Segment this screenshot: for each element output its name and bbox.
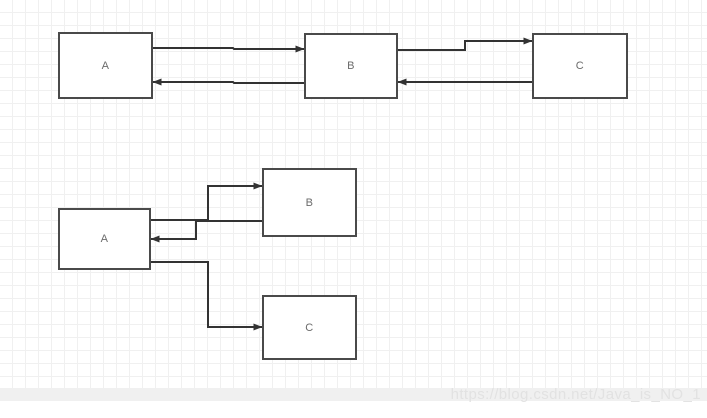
connector-a-to-c[interactable]: [151, 261, 263, 331]
watermark-text: https://blog.csdn.net/Java_is_NO_1: [450, 386, 701, 403]
node-top-a[interactable]: A: [58, 32, 153, 99]
footer-white-strip: [0, 401, 707, 418]
node-label: C: [305, 321, 314, 334]
node-label: B: [347, 60, 355, 72]
connector-a-to-b[interactable]: [151, 182, 263, 221]
node-label: A: [100, 233, 109, 245]
node-label: A: [101, 59, 110, 72]
node-bot-a[interactable]: A: [58, 208, 151, 270]
node-label: B: [305, 196, 314, 209]
connector-b-to-a[interactable]: [150, 220, 262, 243]
connector-b-to-c[interactable]: [398, 37, 533, 51]
node-top-b[interactable]: B: [304, 33, 398, 99]
footer-band: [0, 388, 707, 401]
node-bot-b[interactable]: B: [262, 168, 357, 237]
connector-b-to-a[interactable]: [152, 78, 304, 86]
node-label: C: [575, 60, 585, 72]
node-top-c[interactable]: C: [532, 33, 628, 99]
connector-a-to-b[interactable]: [153, 45, 305, 53]
node-bot-c[interactable]: C: [262, 295, 357, 360]
